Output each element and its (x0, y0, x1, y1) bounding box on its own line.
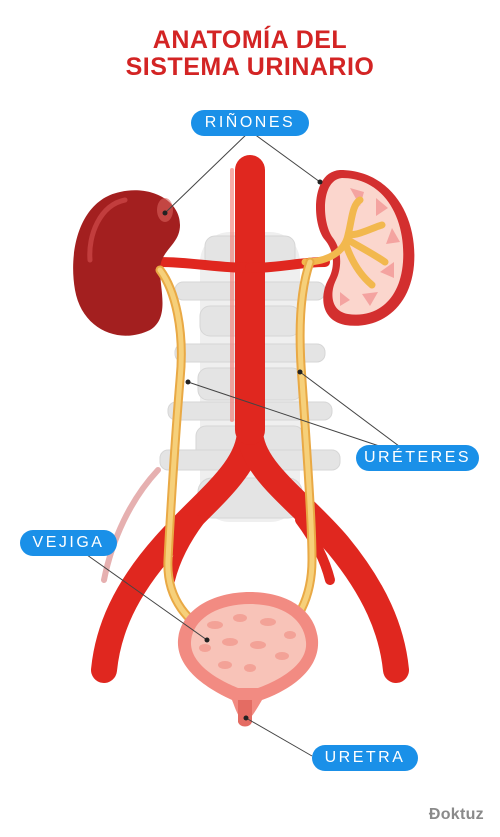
right-kidney (301, 170, 415, 326)
label-kidneys: RIÑONES (191, 110, 309, 136)
leader-dots (162, 179, 323, 721)
ureters (155, 257, 317, 640)
bladder (177, 592, 319, 722)
title-line-1: ANATOMÍA DEL (152, 26, 348, 54)
label-urethra: URETRA (312, 745, 418, 771)
urethra (238, 700, 252, 727)
brand-logo: Ðoktuz (428, 806, 484, 823)
title-line-2: SISTEMA URINARIO (125, 53, 375, 81)
left-kidney (73, 190, 180, 336)
leader-lines (79, 130, 416, 757)
label-bladder: VEJIGA (20, 530, 117, 556)
label-ureters: URÉTERES (356, 445, 479, 471)
